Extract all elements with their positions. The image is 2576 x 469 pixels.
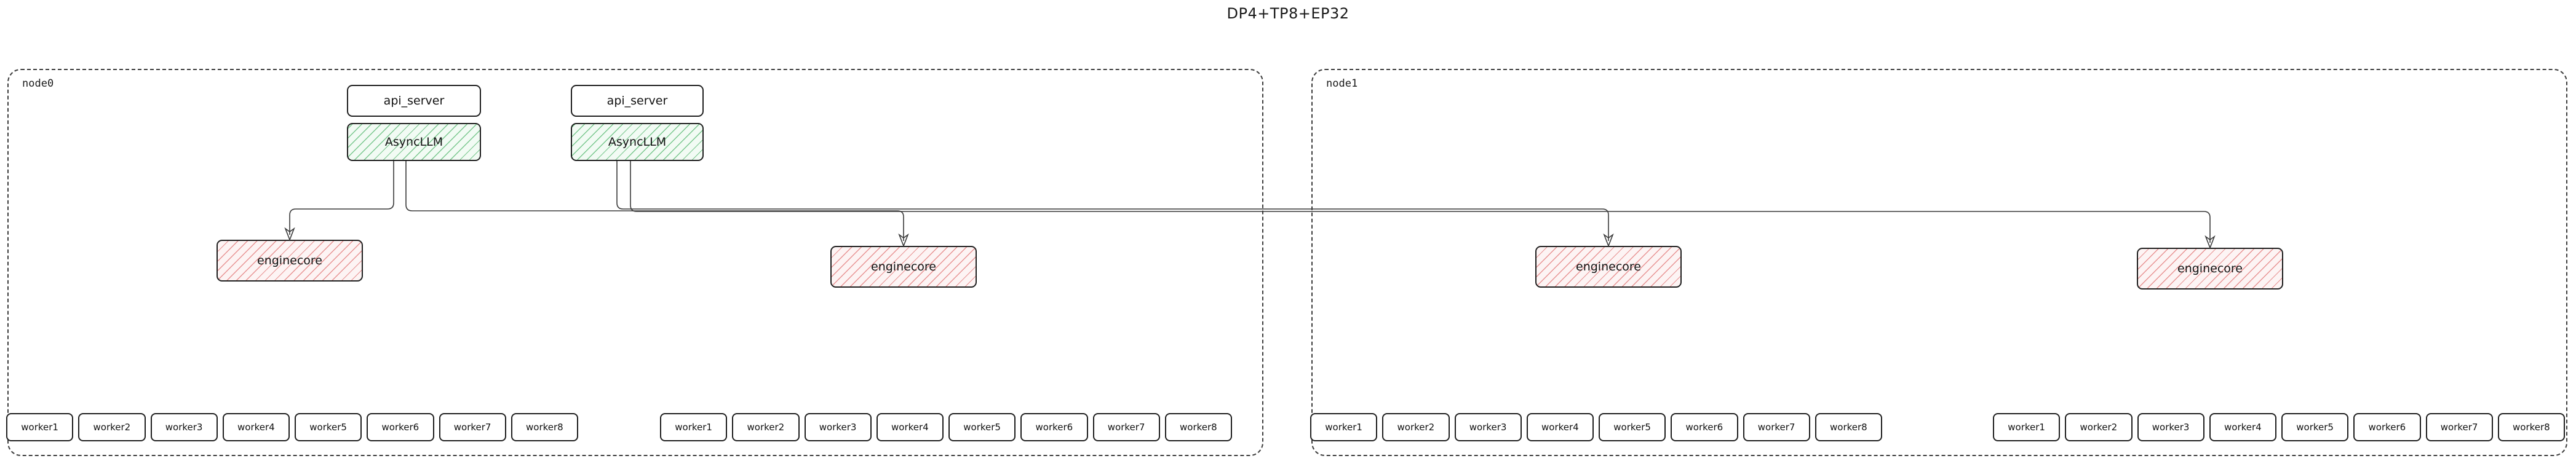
worker-box-node1-g1-3-label: worker3	[2152, 422, 2190, 433]
api-server-box-node0-1-label: api_server	[606, 94, 668, 108]
node-cluster-node0: node0	[7, 69, 1263, 456]
worker-box-node0-g1-7-label: worker7	[1107, 422, 1145, 433]
worker-box-node1-g1-2[interactable]: worker2	[2065, 413, 2133, 441]
worker-box-node0-g0-1-label: worker1	[21, 422, 58, 433]
worker-box-node1-g1-6-label: worker6	[2368, 422, 2406, 433]
worker-box-node0-g0-4-label: worker4	[237, 422, 275, 433]
worker-box-node1-g0-5[interactable]: worker5	[1599, 413, 1666, 441]
worker-box-node0-g1-1[interactable]: worker1	[660, 413, 728, 441]
worker-box-node0-g1-8[interactable]: worker8	[1164, 413, 1232, 441]
enginecore-box-node1-0-label: enginecore	[1576, 260, 1641, 274]
worker-box-node1-g0-2[interactable]: worker2	[1382, 413, 1450, 441]
enginecore-box-node0-0-label: enginecore	[257, 254, 322, 267]
worker-box-node0-g1-3[interactable]: worker3	[804, 413, 872, 441]
worker-box-node0-g0-2-label: worker2	[93, 422, 131, 433]
node-label-node1: node1	[1326, 77, 1358, 90]
worker-box-node1-g0-3-label: worker3	[1469, 422, 1507, 433]
enginecore-box-node1-1-label: enginecore	[2177, 262, 2243, 275]
worker-box-node1-g1-8-label: worker8	[2513, 422, 2550, 433]
worker-box-node1-g0-7-label: worker7	[1757, 422, 1795, 433]
worker-box-node1-g0-6[interactable]: worker6	[1671, 413, 1738, 441]
enginecore-box-node0-1-label: enginecore	[871, 260, 936, 274]
api-server-box-node0-1[interactable]: api_server	[571, 85, 704, 117]
node-label-node0: node0	[22, 77, 54, 90]
worker-box-node1-g0-3[interactable]: worker3	[1454, 413, 1522, 441]
asyncllm-box-node0-0[interactable]: AsyncLLM	[347, 123, 481, 161]
api-server-box-node0-0-label: api_server	[383, 94, 445, 108]
worker-box-node0-g1-3-label: worker3	[819, 422, 857, 433]
worker-box-node0-g1-7[interactable]: worker7	[1092, 413, 1160, 441]
enginecore-box-node1-0[interactable]: enginecore	[1535, 246, 1682, 288]
worker-box-node0-g1-4-label: worker4	[891, 422, 929, 433]
worker-box-node1-g1-7-label: worker7	[2440, 422, 2478, 433]
worker-box-node0-g0-8-label: worker8	[526, 422, 563, 433]
worker-box-node1-g1-5-label: worker5	[2296, 422, 2334, 433]
asyncllm-box-node0-1[interactable]: AsyncLLM	[571, 123, 704, 161]
worker-box-node0-g0-5-label: worker5	[309, 422, 347, 433]
worker-box-node0-g0-4[interactable]: worker4	[222, 413, 290, 441]
worker-box-node1-g0-7[interactable]: worker7	[1743, 413, 1810, 441]
worker-box-node1-g0-8[interactable]: worker8	[1815, 413, 1882, 441]
enginecore-box-node1-1[interactable]: enginecore	[2137, 248, 2283, 290]
worker-box-node1-g0-6-label: worker6	[1685, 422, 1723, 433]
worker-box-node1-g1-1-label: worker1	[2008, 422, 2045, 433]
worker-box-node0-g1-5-label: worker5	[963, 422, 1001, 433]
worker-box-node0-g0-6[interactable]: worker6	[367, 413, 434, 441]
worker-box-node0-g0-5[interactable]: worker5	[295, 413, 362, 441]
worker-box-node1-g0-4[interactable]: worker4	[1526, 413, 1594, 441]
enginecore-box-node0-1[interactable]: enginecore	[830, 246, 977, 288]
asyncllm-box-node0-0-label: AsyncLLM	[384, 135, 443, 149]
worker-box-node0-g0-2[interactable]: worker2	[78, 413, 146, 441]
worker-box-node0-g1-5[interactable]: worker5	[948, 413, 1016, 441]
worker-box-node0-g0-6-label: worker6	[381, 422, 419, 433]
worker-box-node1-g1-5[interactable]: worker5	[2281, 413, 2349, 441]
api-server-box-node0-0[interactable]: api_server	[347, 85, 481, 117]
worker-box-node0-g0-3[interactable]: worker3	[150, 413, 218, 441]
worker-box-node0-g0-3-label: worker3	[165, 422, 203, 433]
worker-box-node0-g1-6-label: worker6	[1035, 422, 1073, 433]
worker-box-node1-g0-1[interactable]: worker1	[1310, 413, 1378, 441]
worker-box-node1-g1-1[interactable]: worker1	[1993, 413, 2061, 441]
worker-box-node0-g1-4[interactable]: worker4	[876, 413, 944, 441]
worker-box-node1-g1-4[interactable]: worker4	[2209, 413, 2276, 441]
worker-box-node1-g1-2-label: worker2	[2080, 422, 2118, 433]
worker-box-node1-g0-5-label: worker5	[1613, 422, 1651, 433]
worker-box-node0-g0-7[interactable]: worker7	[439, 413, 506, 441]
worker-box-node1-g0-8-label: worker8	[1830, 422, 1867, 433]
worker-box-node0-g0-1[interactable]: worker1	[6, 413, 74, 441]
asyncllm-box-node0-1-label: AsyncLLM	[608, 135, 667, 149]
worker-box-node1-g0-2-label: worker2	[1397, 422, 1435, 433]
worker-box-node0-g0-8[interactable]: worker8	[511, 413, 578, 441]
worker-box-node1-g1-8[interactable]: worker8	[2497, 413, 2565, 441]
worker-box-node1-g1-6[interactable]: worker6	[2353, 413, 2421, 441]
worker-box-node0-g0-7-label: worker7	[453, 422, 491, 433]
worker-box-node1-g0-4-label: worker4	[1541, 422, 1579, 433]
node-cluster-node1: node1	[1311, 69, 2567, 456]
enginecore-box-node0-0[interactable]: enginecore	[217, 240, 363, 282]
worker-box-node0-g1-2-label: worker2	[747, 422, 785, 433]
worker-box-node1-g1-3[interactable]: worker3	[2137, 413, 2204, 441]
worker-box-node0-g1-8-label: worker8	[1180, 422, 1217, 433]
worker-box-node0-g1-1-label: worker1	[675, 422, 712, 433]
page-title: DP4+TP8+EP32	[1226, 5, 1350, 22]
worker-box-node0-g1-2[interactable]: worker2	[732, 413, 800, 441]
worker-box-node1-g1-4-label: worker4	[2224, 422, 2262, 433]
worker-box-node0-g1-6[interactable]: worker6	[1020, 413, 1088, 441]
worker-box-node1-g0-1-label: worker1	[1325, 422, 1362, 433]
worker-box-node1-g1-7[interactable]: worker7	[2425, 413, 2493, 441]
